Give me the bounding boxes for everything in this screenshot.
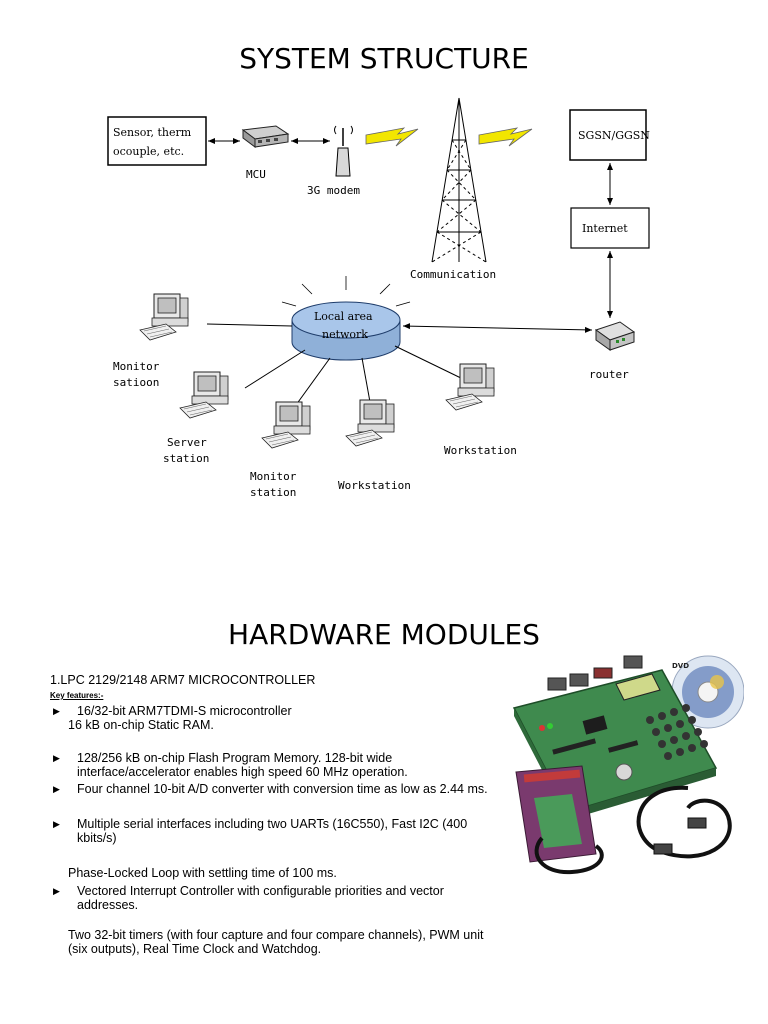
server-station-label: Server (167, 436, 207, 449)
monitor-station-1-label: Monitor (113, 360, 160, 373)
list-item: Multiple serial interfaces including two… (50, 817, 500, 845)
router-icon (594, 321, 636, 351)
feature-list: 1.LPC 2129/2148 ARM7 MICROCONTROLLER Key… (50, 673, 500, 956)
sgsn-box: SGSN/GGSN (569, 109, 650, 161)
slide-title: SYSTEM STRUCTURE (239, 42, 529, 75)
sensor-box: Sensor, therm ocouple, etc. (107, 116, 207, 166)
workstation-label: Workstation (444, 444, 517, 457)
workstation-label: Workstation (338, 479, 411, 492)
mcu-label: MCU (246, 168, 266, 181)
lan-label-line1: Local area (314, 310, 373, 323)
list-item: 16/32-bit ARM7TDMI-S microcontroller (50, 704, 500, 718)
sensor-label-line2: ocouple, etc. (113, 145, 184, 158)
monitor-station-1-label: satioon (113, 376, 159, 389)
slide-title: HARDWARE MODULES (228, 618, 540, 651)
lan-cylinder: Local area network (291, 301, 401, 361)
list-item: 128/256 kB on-chip Flash Program Memory.… (50, 751, 500, 779)
wireless-signal-icon (365, 127, 419, 147)
router-label: router (589, 368, 629, 381)
internet-label: Internet (582, 222, 628, 235)
serial-cable-icon (534, 785, 732, 875)
tower-icon (431, 97, 487, 263)
sensor-label-line1: Sensor, therm (113, 126, 192, 139)
monitor-station-2-label: Monitor (250, 470, 297, 483)
monitor-station-2-label: station (250, 486, 296, 499)
key-features-label: Key features:- (50, 691, 104, 700)
db9-connector (653, 843, 673, 855)
computer-icon (139, 293, 189, 341)
dvd-disc-icon: DVD (671, 655, 744, 729)
computer-icon (445, 363, 495, 411)
lan-label-line2: network (322, 328, 368, 341)
list-item: 16 kB on-chip Static RAM. (68, 718, 214, 732)
server-station-label: station (163, 452, 209, 465)
dev-board-photo: DVD (512, 648, 744, 882)
communication-label: Communication (410, 268, 496, 281)
computer-icon (179, 371, 229, 419)
manual-book (515, 765, 597, 863)
system-structure-diagram: Sensor, therm ocouple, etc. MCU 3G modem (107, 97, 650, 499)
sgsn-label: SGSN/GGSN (578, 129, 650, 142)
module-heading: 1.LPC 2129/2148 ARM7 MICROCONTROLLER (50, 673, 316, 687)
slide-hardware-modules: HARDWARE MODULES DVD (0, 560, 768, 1024)
list-item: Four channel 10-bit A/D converter with c… (50, 782, 500, 796)
modem-icon (334, 125, 353, 177)
dvd-label: DVD (672, 662, 689, 670)
list-item: Two 32-bit timers (with four capture and… (68, 928, 484, 956)
internet-box: Internet (570, 207, 650, 249)
list-item: Phase-Locked Loop with settling time of … (68, 866, 337, 880)
list-item: Vectored Interrupt Controller with confi… (50, 884, 500, 912)
mcu-icon (241, 125, 290, 148)
wireless-signal-icon (478, 127, 533, 147)
computer-icon (261, 401, 311, 449)
slide-system-structure: SYSTEM STRUCTURE Sensor, therm ocouple (107, 42, 650, 499)
modem-label: 3G modem (307, 184, 360, 197)
db9-connector (687, 817, 707, 829)
computer-icon (345, 399, 395, 447)
lan-rays (281, 276, 411, 307)
